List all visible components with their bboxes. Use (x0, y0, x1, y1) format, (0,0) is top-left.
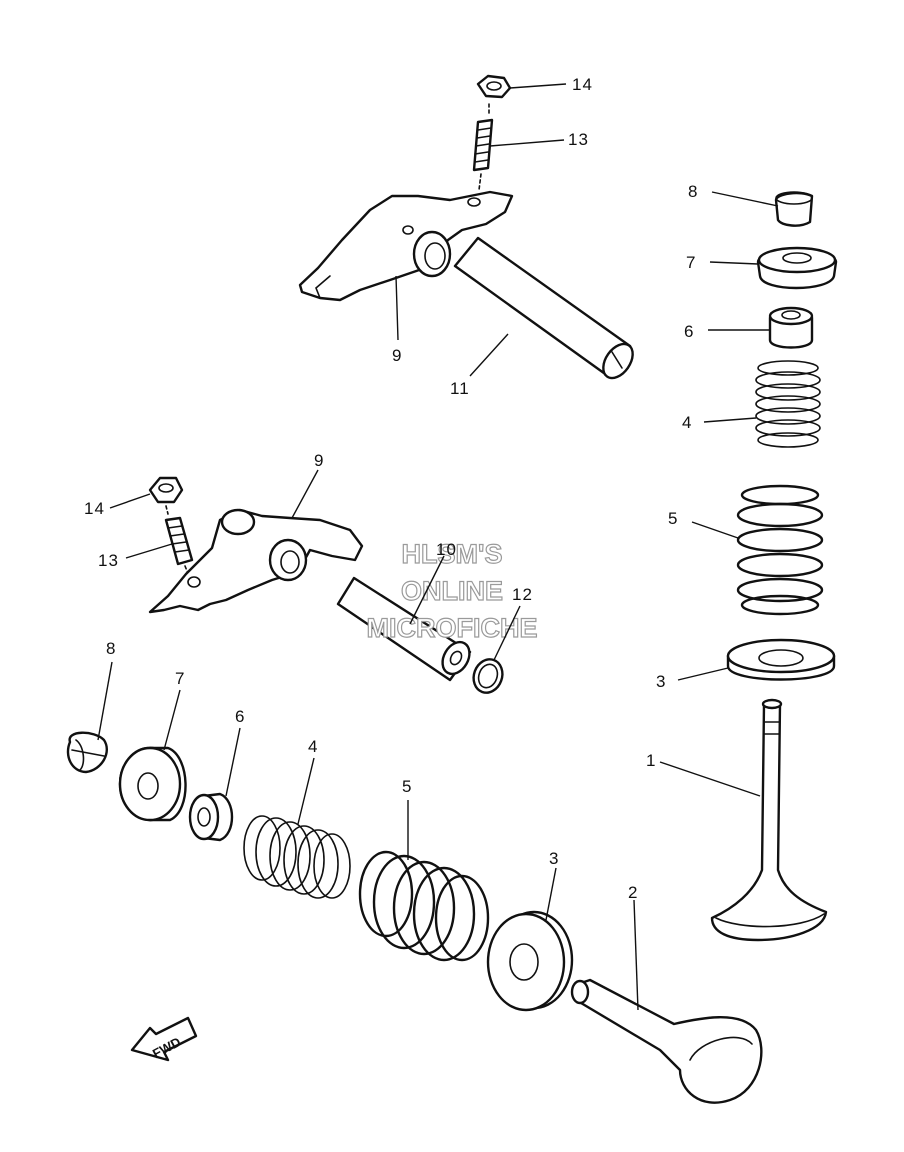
leader-1 (659, 761, 761, 797)
watermark-line2: ONLINE (401, 576, 503, 606)
watermark-line3: MICROFICHE (367, 613, 538, 643)
leader-10 (409, 555, 445, 625)
leader-5a (691, 521, 739, 539)
callout-13-lower: 13 (98, 551, 119, 570)
upper-rocker-arm (298, 190, 514, 302)
leader-6b (225, 727, 241, 797)
leader-12 (493, 605, 521, 661)
right-inner-spring (755, 360, 821, 448)
callout-9-lower: 9 (314, 451, 324, 470)
left-valve (570, 978, 763, 1104)
callout-12: 12 (512, 585, 533, 604)
right-outer-spring (736, 484, 824, 616)
fwd-arrow-icon: FWD (130, 1016, 198, 1061)
callout-3-left: 3 (549, 849, 559, 868)
callout-5-left: 5 (402, 777, 412, 796)
callout-2: 2 (628, 883, 638, 902)
callout-14-upper: 14 (572, 75, 593, 94)
watermark-line1: HLSM'S (402, 539, 503, 569)
callout-5-right: 5 (668, 509, 678, 528)
callout-11: 11 (450, 379, 470, 398)
watermark: HLSM'S ONLINE MICROFICHE (366, 538, 538, 643)
left-stem-seal (188, 792, 234, 842)
leader-7b (163, 689, 181, 751)
callout-10: 10 (436, 540, 457, 559)
right-valve (710, 698, 828, 942)
left-spring-seat (486, 910, 574, 1012)
leader-9b (291, 469, 319, 519)
right-spring-retainer (756, 246, 838, 290)
callout-6-left: 6 (235, 707, 245, 726)
upper-locknut (476, 74, 512, 115)
upper-rocker-shaft (453, 236, 634, 380)
callout-numbers: 14 13 9 11 8 7 6 4 9 14 13 10 12 5 3 1 8… (84, 75, 698, 902)
lower-rocker-shaft (336, 576, 472, 682)
leader-4a (703, 417, 757, 423)
callout-4-right: 4 (682, 413, 692, 432)
left-outer-spring (358, 850, 490, 962)
leader-8a (711, 191, 779, 207)
lower-adjusting-screw (164, 516, 194, 579)
callout-6-right: 6 (684, 322, 694, 341)
leader-8b (97, 661, 113, 741)
leader-14a (509, 83, 567, 89)
leader-4b (297, 757, 315, 825)
lower-locknut (148, 476, 184, 515)
callout-4-left: 4 (308, 737, 318, 756)
callout-13-upper: 13 (568, 130, 589, 149)
callout-9-upper: 9 (392, 346, 402, 365)
leader-11 (469, 333, 509, 377)
callout-7-left: 7 (175, 669, 185, 688)
callout-14-lower: 14 (84, 499, 105, 518)
leader-2 (633, 899, 639, 1011)
left-inner-spring (243, 815, 351, 899)
leader-9a (395, 275, 399, 341)
callout-8-left: 8 (106, 639, 116, 658)
callout-7-right: 7 (686, 253, 696, 272)
right-spring-seat (726, 638, 836, 681)
upper-adjusting-screw (472, 118, 494, 191)
leader-7a (709, 261, 759, 265)
leader-lines (97, 83, 779, 1011)
o-ring (472, 658, 504, 694)
left-valve-cotter (66, 731, 109, 774)
right-valve-cotter (774, 191, 814, 227)
leader-14b (109, 493, 151, 509)
leader-13b (125, 543, 173, 559)
callout-3-right: 3 (656, 672, 666, 691)
leader-13a (489, 139, 565, 147)
callout-8-right: 8 (688, 182, 698, 201)
right-stem-seal (768, 306, 814, 349)
lower-rocker-arm (148, 508, 364, 614)
left-spring-retainer (118, 746, 187, 822)
leader-3a (677, 667, 729, 681)
leader-3b (545, 867, 557, 921)
callout-1: 1 (646, 751, 656, 770)
